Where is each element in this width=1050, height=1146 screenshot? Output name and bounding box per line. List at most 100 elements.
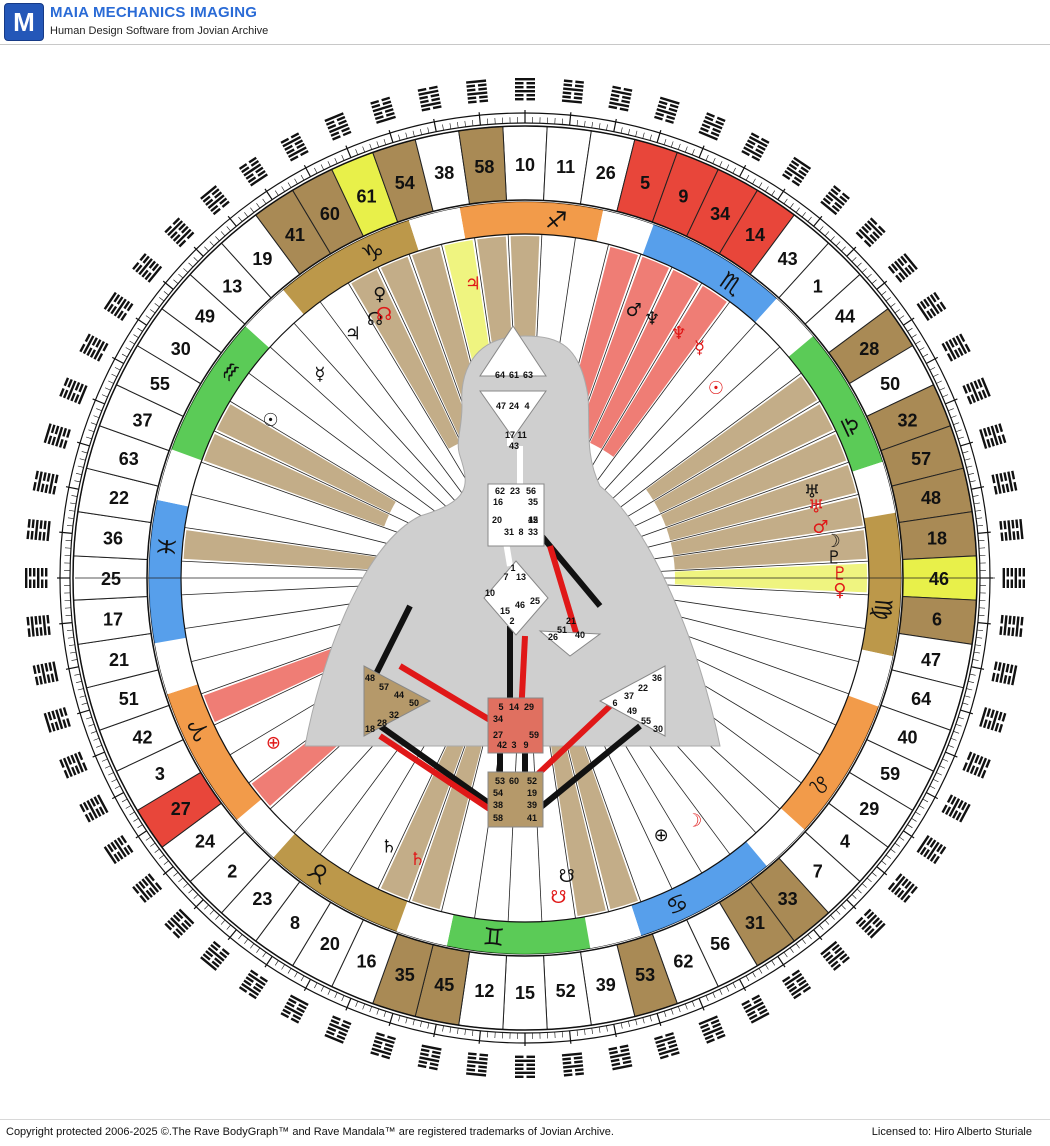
tick-mark <box>204 905 208 909</box>
hexagram-icon <box>654 1032 680 1059</box>
hexagram-icon <box>33 471 59 495</box>
hexagram-line <box>1003 615 1007 635</box>
hexagram-line <box>1023 580 1025 589</box>
gate-number: 57 <box>911 449 931 469</box>
hexagram-line <box>624 88 633 92</box>
hexagram-icon <box>782 970 811 1000</box>
tick-mark <box>915 812 920 815</box>
tick-mark <box>692 1001 694 1007</box>
tick-mark <box>650 135 652 141</box>
g-gate-label: 25 <box>530 596 540 606</box>
hexagram-line <box>998 724 1003 733</box>
gate-number: 30 <box>171 339 191 359</box>
tick-mark <box>221 231 225 236</box>
hexagram-line <box>574 1060 583 1063</box>
hexagram-line <box>432 1051 441 1055</box>
tick-mark <box>966 466 972 467</box>
tick-mark <box>808 217 812 222</box>
tick-mark <box>194 894 198 898</box>
gate-number: 60 <box>320 204 340 224</box>
hexagram-line <box>998 662 1002 671</box>
hexagram-line <box>38 532 41 541</box>
tick-mark <box>70 503 76 504</box>
hexagram-line <box>563 1064 583 1068</box>
root-gate-label: 53 <box>495 776 505 786</box>
tick-mark <box>173 872 178 876</box>
hexagram-line <box>1019 580 1021 589</box>
gate-number: 10 <box>515 155 535 175</box>
hexagram-line <box>478 87 487 90</box>
hexagram-line <box>51 711 56 720</box>
tick-mark <box>923 799 928 802</box>
gate-number: 43 <box>778 249 798 269</box>
tick-mark <box>857 889 861 893</box>
tick-mark <box>78 689 84 690</box>
tick-mark <box>852 257 856 261</box>
tick-mark <box>69 510 75 511</box>
tick-mark <box>886 855 891 859</box>
hexagram-line <box>656 1043 665 1048</box>
hexagram-line <box>51 424 56 433</box>
hexagram-line <box>32 519 35 528</box>
tick-mark <box>370 1006 372 1012</box>
tick-mark <box>907 825 912 828</box>
tick-mark <box>857 263 861 267</box>
tick-mark <box>733 168 736 173</box>
hexagram-line <box>515 1064 524 1066</box>
tick-mark <box>831 236 835 240</box>
gate-number: 8 <box>290 913 300 933</box>
hexagram-line <box>670 104 679 109</box>
tick-mark <box>194 900 203 909</box>
hexagram-line <box>527 1056 536 1058</box>
tick-mark <box>796 943 800 948</box>
tick-mark <box>726 165 729 170</box>
tick-mark <box>238 217 242 222</box>
hexagram-line <box>527 86 536 88</box>
tick-mark <box>228 930 236 940</box>
hexagram-line <box>1003 568 1005 588</box>
tick-mark <box>942 759 948 761</box>
tick-mark <box>288 968 291 973</box>
tick-mark <box>428 127 429 133</box>
hexagram-line <box>468 1052 477 1055</box>
hexagram-line <box>26 530 29 539</box>
tick-mark <box>592 122 593 128</box>
hexagram-line <box>611 1058 620 1062</box>
tick-mark <box>66 667 79 670</box>
hexagram-line <box>467 1064 476 1067</box>
tick-mark <box>577 1030 578 1036</box>
tick-mark <box>150 309 155 312</box>
hexagram-icon <box>132 873 162 903</box>
hexagram-icon <box>699 112 726 140</box>
tick-mark <box>126 348 131 351</box>
planet-glyph-icon: ☋ <box>559 866 575 887</box>
hexagram-line <box>29 568 31 577</box>
hexagram-icon <box>654 97 680 124</box>
tick-mark <box>155 303 160 307</box>
tick-mark <box>221 920 225 925</box>
hexagram-line <box>1004 532 1007 541</box>
tick-mark <box>295 179 298 184</box>
gate-number: 53 <box>635 965 655 985</box>
hexagram-line <box>466 1068 475 1071</box>
hexagram-line <box>370 1051 379 1056</box>
tick-mark <box>86 437 92 439</box>
tick-mark <box>867 878 872 882</box>
gate-number: 32 <box>897 411 917 431</box>
tick-mark <box>974 503 980 504</box>
tick-mark <box>105 388 110 390</box>
tick-mark <box>650 1016 652 1022</box>
g-gate-label: 2 <box>509 616 514 626</box>
gate-number: 23 <box>252 889 272 909</box>
tick-mark <box>977 630 983 631</box>
hexagram-line <box>983 719 988 728</box>
tick-mark <box>228 216 236 226</box>
ego-gate-label: 40 <box>575 630 585 640</box>
hexagram-icon <box>941 333 970 361</box>
tick-mark <box>66 487 79 490</box>
sacral-gate-label: 5 <box>498 702 503 712</box>
tick-mark <box>636 1019 637 1025</box>
tick-mark <box>263 199 266 204</box>
tick-mark <box>692 149 694 155</box>
hexagram-line <box>515 1076 524 1078</box>
